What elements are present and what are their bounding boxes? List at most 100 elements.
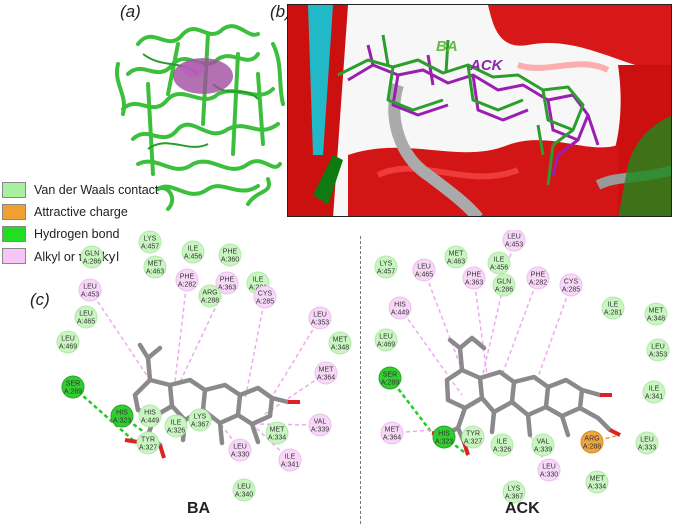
ba-interaction-line (89, 289, 151, 381)
ack-interaction-line (399, 307, 463, 396)
ack-overlay-label: ACK (469, 57, 504, 74)
panel-c-label: (c) (30, 290, 50, 309)
ba-interaction-line (179, 282, 228, 383)
residue-name: MET (333, 337, 349, 344)
residue-node (181, 240, 205, 264)
residue-name: HIS (394, 302, 406, 309)
residue-node (232, 478, 256, 502)
residue-number: A:360 (221, 257, 239, 264)
residue-name: PHE (467, 272, 482, 279)
residue-number: A:465 (415, 272, 433, 279)
residue-number: A:457 (377, 269, 395, 276)
residue-name: LYS (508, 486, 521, 493)
ligand-overlay-panel: BA ACK (287, 4, 672, 217)
ack-interaction-line (591, 434, 621, 443)
residue-node (537, 458, 561, 482)
residue-node (531, 433, 555, 457)
ack-ligand-structure (441, 335, 613, 445)
residue-node (378, 366, 402, 390)
protein-structure-image (114, 24, 285, 211)
residue-node (374, 255, 398, 279)
legend-item-charge: Attractive charge (2, 202, 158, 222)
residue-node (462, 266, 486, 290)
residue-node (601, 296, 625, 320)
residue-number: A:339 (311, 427, 329, 434)
ack-interaction-line (443, 436, 469, 456)
residue-name: GLN (85, 251, 99, 258)
residue-node (635, 431, 659, 455)
residue-number: A:364 (383, 435, 401, 442)
residue-number: A:367 (505, 494, 523, 501)
residue-number: A:348 (331, 345, 349, 352)
residue-number: A:469 (377, 342, 395, 349)
residue-number: A:341 (645, 394, 663, 401)
residue-name: TYR (466, 431, 480, 438)
residue-node (80, 245, 104, 269)
residue-node (74, 305, 98, 329)
residue-name: MET (270, 427, 286, 434)
residue-number: A:340 (235, 492, 253, 499)
residue-node (642, 380, 666, 404)
residue-node (253, 285, 277, 309)
residue-number: A:364 (317, 375, 335, 382)
residue-number: A:330 (231, 452, 249, 459)
residue-number: A:333 (638, 445, 656, 452)
residue-name: CYS (564, 279, 579, 286)
residue-name: PHE (531, 272, 546, 279)
residue-number: A:327 (464, 439, 482, 446)
residue-node (380, 421, 404, 445)
residue-node (487, 251, 511, 275)
residue-node (308, 413, 332, 437)
residue-number: A:353 (311, 320, 329, 327)
residue-number: A:339 (534, 447, 552, 454)
residue-number: A:456 (490, 265, 508, 272)
residue-name: LYS (194, 414, 207, 421)
residue-name: LEU (379, 334, 393, 341)
residue-name: CYS (258, 291, 273, 298)
ba-overlay-label: BA (436, 38, 458, 55)
residue-number: A:282 (529, 280, 547, 287)
residue-name: ILE (253, 277, 264, 284)
residue-name: SER (66, 381, 80, 388)
residue-number: A:326 (167, 428, 185, 435)
residue-node (559, 273, 583, 297)
legend-swatch (2, 226, 26, 242)
residue-node (110, 404, 134, 428)
residue-node (138, 230, 162, 254)
ba-interaction-line (219, 422, 241, 451)
residue-node (502, 480, 526, 504)
residue-name: ILE (171, 420, 182, 427)
residue-node (526, 266, 550, 290)
residue-node (490, 433, 514, 457)
residue-node (56, 330, 80, 354)
